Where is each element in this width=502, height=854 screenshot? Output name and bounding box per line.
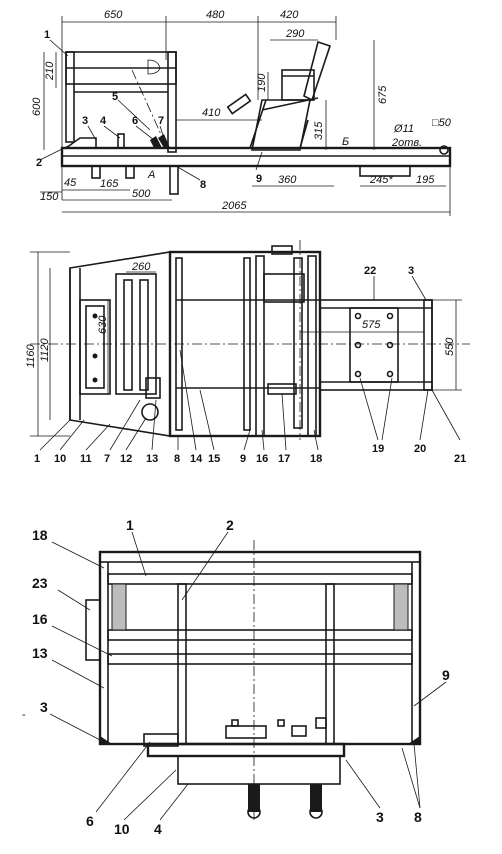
part-label-5: 5 [112, 91, 118, 103]
dim-420: 420 [280, 9, 299, 21]
part-label-11: 11 [80, 453, 92, 465]
part-label-1: 1 [34, 453, 40, 465]
dim-245: 245* [369, 174, 393, 186]
part-label-7: 7 [158, 115, 164, 127]
part-label-10: 10 [114, 821, 130, 837]
top-view: 1160 1120 260 630 575 550 22 3 1 10 11 7… [25, 240, 470, 465]
part-label-2: 2 [226, 517, 234, 533]
part-label-1: 1 [44, 29, 50, 41]
dim-150: 150 [40, 191, 59, 203]
part-label-3: 3 [408, 265, 414, 277]
dim-210: 210 [44, 61, 56, 81]
part-label-9: 9 [442, 667, 450, 683]
part-label-17: 17 [278, 453, 290, 465]
part-label-22: 22 [364, 265, 376, 277]
part-label-16: 16 [256, 453, 268, 465]
dim-1160: 1160 [25, 343, 37, 368]
front-view: - 18 1 2 23 16 13 9 3 6 10 4 3 8 [22, 517, 450, 837]
dim-b: Б [342, 136, 349, 148]
dim-600: 600 [31, 97, 43, 116]
dim-630: 630 [97, 315, 109, 334]
part-label-3-right: 3 [376, 809, 384, 825]
dim-2holes: 2отв. [391, 137, 422, 149]
part-label-23: 23 [32, 575, 48, 591]
dim-290: 290 [285, 28, 305, 40]
dim-315: 315 [313, 121, 325, 140]
part-label-7: 7 [104, 453, 110, 465]
dim-1120: 1120 [39, 337, 51, 362]
part-label-14: 14 [190, 453, 203, 465]
dim-480: 480 [206, 9, 225, 21]
part-label-8: 8 [414, 809, 422, 825]
part-label-4: 4 [154, 821, 162, 837]
part-label-15: 15 [208, 453, 220, 465]
side-view: 650 480 420 290 210 600 190 675 410 315 … [31, 9, 452, 216]
edge-marker: - [22, 709, 26, 721]
part-label-13: 13 [32, 645, 48, 661]
part-label-20: 20 [414, 443, 426, 455]
dim-650: 650 [104, 9, 123, 21]
dim-410: 410 [202, 107, 221, 119]
dim-50: □50 [432, 117, 452, 129]
part-label-8: 8 [174, 453, 180, 465]
part-label-18: 18 [310, 453, 322, 465]
dim-575: 575 [362, 319, 381, 331]
part-label-10: 10 [54, 453, 66, 465]
part-label-6: 6 [132, 115, 138, 127]
part-label-16: 16 [32, 611, 48, 627]
dim-45: 45 [64, 177, 77, 189]
part-label-9: 9 [256, 173, 262, 185]
part-label-21: 21 [454, 453, 466, 465]
part-label-12: 12 [120, 453, 132, 465]
part-label-13: 13 [146, 453, 158, 465]
part-label-4: 4 [100, 115, 107, 127]
part-label-1: 1 [126, 517, 134, 533]
dim-a: A [147, 169, 155, 181]
dim-165: 165 [100, 178, 119, 190]
part-label-19: 19 [372, 443, 384, 455]
dim-260: 260 [131, 261, 151, 273]
dim-195: 195 [416, 174, 435, 186]
part-label-9: 9 [240, 453, 246, 465]
part-label-3: 3 [82, 115, 88, 127]
part-label-2: 2 [36, 157, 42, 169]
dim-360: 360 [278, 174, 297, 186]
dim-500: 500 [132, 188, 151, 200]
dim-d11: Ø11 [393, 123, 414, 135]
part-label-6: 6 [86, 813, 94, 829]
part-label-18: 18 [32, 527, 48, 543]
dim-2065: 2065 [221, 200, 247, 212]
dim-550: 550 [444, 337, 456, 356]
part-label-3-left: 3 [40, 699, 48, 715]
part-label-8: 8 [200, 179, 206, 191]
dim-190: 190 [256, 73, 268, 92]
dim-675: 675 [377, 85, 389, 104]
